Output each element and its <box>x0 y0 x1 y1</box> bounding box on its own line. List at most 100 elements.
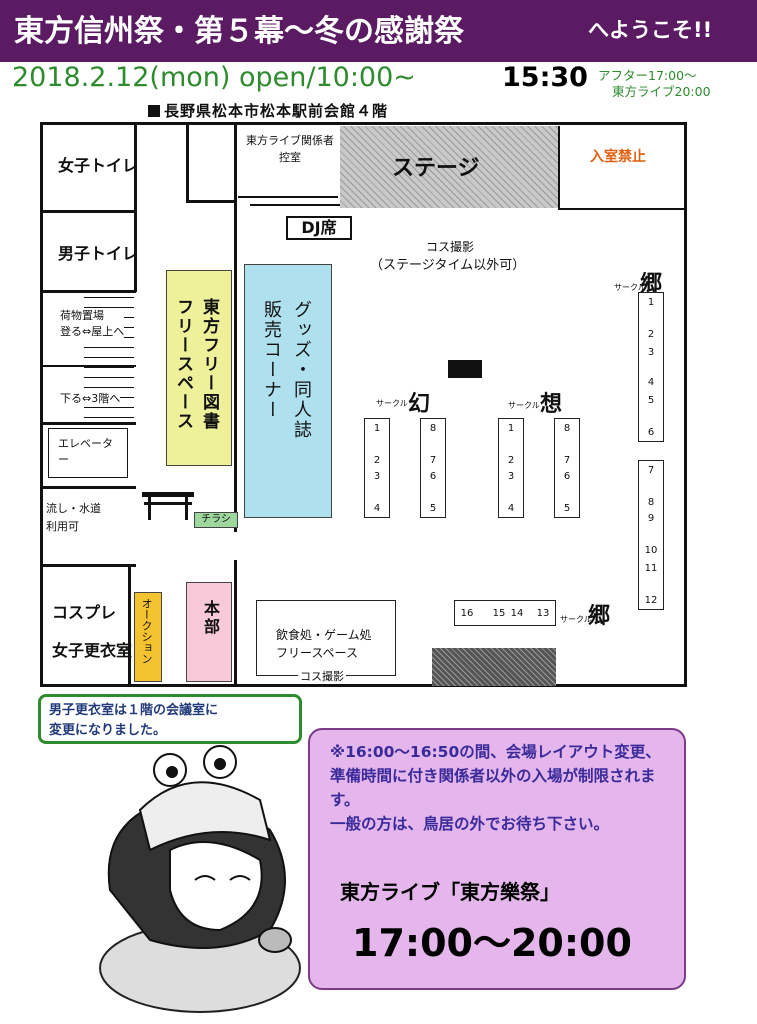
booth-number: 15 <box>492 608 506 619</box>
hq-area <box>186 582 232 682</box>
circle-kyou-label: 郷 <box>640 272 663 297</box>
cos-photo-note: （ステージタイム以外可） <box>370 258 526 273</box>
booth-number: 5 <box>563 503 571 514</box>
wall <box>40 290 136 293</box>
booth-number: 5 <box>647 395 655 406</box>
booth-number: 12 <box>644 595 658 606</box>
women-toilet-label: 女子トイレ <box>58 156 139 175</box>
wall <box>186 200 236 203</box>
booth-number: 3 <box>373 471 381 482</box>
free-library-area <box>166 270 232 466</box>
announcement-bubble <box>308 728 686 990</box>
pillar <box>448 360 482 378</box>
goods-corner-area <box>244 264 332 518</box>
booth-number: 4 <box>507 503 515 514</box>
floor-plan <box>40 122 687 687</box>
men-toilet-label: 男子トイレ <box>58 244 139 263</box>
after-event-note: アフター17:00〜 東方ライブ20:00 <box>598 68 711 100</box>
no-entry-label: 入室禁止 <box>590 149 646 165</box>
circle-kyou-label-bottom: 郷 <box>588 604 611 629</box>
wall <box>40 210 136 213</box>
booth-number: 7 <box>429 455 437 466</box>
booth-number: 4 <box>647 377 655 388</box>
booth-number: 2 <box>647 329 655 340</box>
stage <box>340 126 560 208</box>
booth-sou-left: 1 2 3 4 <box>498 418 524 518</box>
wall <box>40 486 136 489</box>
booth-number: 7 <box>563 455 571 466</box>
hq-label: 本部 <box>201 600 220 636</box>
wall <box>234 560 237 687</box>
event-title: 東方信州祭・第５幕〜冬の感謝祭 <box>14 14 464 49</box>
wall <box>250 204 340 206</box>
booth-number: 8 <box>647 497 655 508</box>
booth-number: 1 <box>507 423 515 434</box>
auction-area <box>134 592 162 682</box>
elevator-label: エレベーター <box>58 437 113 466</box>
booth-number: 1 <box>647 297 655 308</box>
free-library-label: 東方フリー図書 フリースペース <box>173 298 219 431</box>
wall <box>234 202 237 532</box>
after-time: アフター17:00〜 <box>598 68 697 83</box>
circle-gen-label: 幻 <box>408 392 431 417</box>
booth-number: 3 <box>507 471 515 482</box>
booth-gen-left: 1 2 3 4 <box>364 418 390 518</box>
cosplay-dressing-label: コスプレ 女子更衣室 <box>52 603 133 660</box>
sink-label: 流し・水道 利用可 <box>46 502 101 533</box>
booth-number: 1 <box>373 423 381 434</box>
live-title: 東方ライブ「東方樂祭」 <box>340 880 560 904</box>
cos-photo-label: コス撮影 <box>426 240 475 254</box>
event-date-open: 2018.2.12(mon) open/10:00~ <box>12 62 416 93</box>
circle-sou-label: 想 <box>540 392 563 417</box>
auction-label: オークション <box>140 598 153 664</box>
booth-number: 16 <box>460 608 474 619</box>
circle-kyou-prefix: サークル <box>614 283 646 292</box>
food-cos-label: コス撮影 <box>298 668 346 684</box>
wall <box>238 196 338 198</box>
booth-kyou-top: 1 2 3 4 5 6 <box>638 292 664 442</box>
booth-number: 14 <box>510 608 524 619</box>
venue-address: 長野県松本市松本駅前会館４階 <box>148 100 388 121</box>
booth-number: 11 <box>644 563 658 574</box>
wall <box>40 422 136 425</box>
flyers-rack: チラシ <box>194 512 238 528</box>
booth-number: 13 <box>536 608 550 619</box>
live-time-short: 東方ライブ20:00 <box>612 84 711 99</box>
staff-room-label: 東方ライブ関係者 控室 <box>246 134 334 164</box>
men-dressing-note: 男子更衣室は１階の会議室に 変更になりました。 <box>38 694 302 744</box>
no-entry-room <box>558 126 686 210</box>
booth-number: 6 <box>647 427 655 438</box>
bench-icon <box>142 492 194 522</box>
booth-kyou-mid: 7 8 9 10 11 12 <box>638 460 664 610</box>
circle-kyou-prefix-bottom: サークル <box>560 615 592 624</box>
elevator <box>48 428 128 478</box>
wall <box>40 564 136 567</box>
booth-kyou-bottom: 16 15 14 13 <box>454 600 556 626</box>
live-time: 17:00〜20:00 <box>352 921 632 965</box>
booth-gen-right: 8 7 6 5 <box>420 418 446 518</box>
stage-label: ステージ <box>392 156 480 181</box>
booth-number: 6 <box>563 471 571 482</box>
goods-corner-label: グッズ・同人誌 販売コーナー <box>261 300 312 440</box>
booth-number: 4 <box>373 503 381 514</box>
layout-change-note: ※16:00〜16:50の間、会場レイアウト変更、準備時間に付き関係者以外の入場… <box>330 743 661 833</box>
event-close-time: 15:30 <box>502 62 588 93</box>
booth-number: 8 <box>429 423 437 434</box>
booth-number: 2 <box>373 455 381 466</box>
food-area-label: 飲食処・ゲーム処 フリースペース <box>276 628 372 660</box>
entrance-hatch <box>432 648 556 686</box>
booth-number: 8 <box>563 423 571 434</box>
booth-sou-right: 8 7 6 5 <box>554 418 580 518</box>
welcome-text: へようこそ!! <box>588 18 713 42</box>
booth-number: 6 <box>429 471 437 482</box>
wall <box>234 122 237 202</box>
dj-booth: DJ席 <box>286 216 352 240</box>
title-banner <box>0 0 757 62</box>
booth-number: 7 <box>647 465 655 476</box>
booth-number: 2 <box>507 455 515 466</box>
wall <box>134 122 137 292</box>
circle-gen-prefix: サークル <box>376 399 408 408</box>
character-illustration <box>99 745 301 1013</box>
wall <box>128 566 131 687</box>
booth-number: 9 <box>647 513 655 524</box>
